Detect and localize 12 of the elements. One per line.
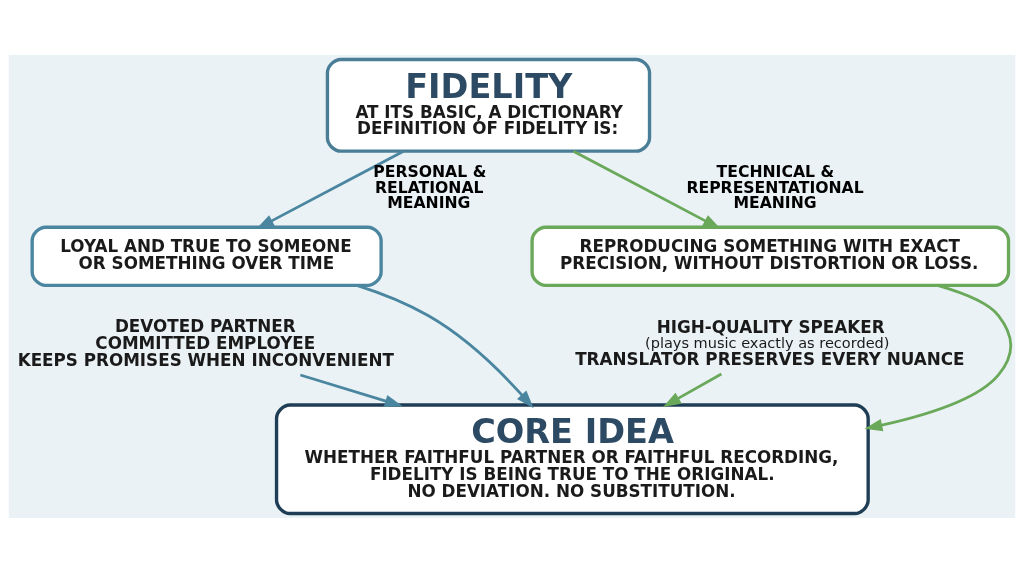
node-text: DEVOTED PARTNER COMMITTED EMPLOYEE KEEPS PROMISES WHEN INCONVENIENT xyxy=(17,315,394,370)
node-box: FIDELITY AT ITS BASIC, A DICTIONARY DEFINITION OF FIDELITY IS: xyxy=(325,57,652,153)
edge-label: TECHNICAL & REPRESENTATIONAL MEANING xyxy=(686,161,864,212)
node-text: HIGH-QUALITY SPEAKER (plays music exactly as recorded) TRANSLATOR PRESERVES EVERY NUANCE xyxy=(575,316,965,369)
arrow xyxy=(299,373,403,407)
node-box: LOYAL AND TRUE TO SOMEONE OR SOMETHING OVER TIME xyxy=(30,225,383,287)
edge-label: PERSONAL & RELATIONAL MEANING xyxy=(373,161,487,212)
arrow xyxy=(663,372,723,407)
arrow xyxy=(256,149,405,229)
node-box: CORE IDEA WHETHER FAITHFUL PARTNER OR FAITHFUL RECORDING, FIDELITY IS BEING TRUE TO THE ORIGINAL. NO DEVIATION. NO SUBSTITUTION. xyxy=(274,402,870,515)
arrow xyxy=(572,149,721,229)
node-box: REPRODUCING SOMETHING WITH EXACT PRECISION, WITHOUT DISTORTION OR LOSS. xyxy=(530,225,1011,287)
